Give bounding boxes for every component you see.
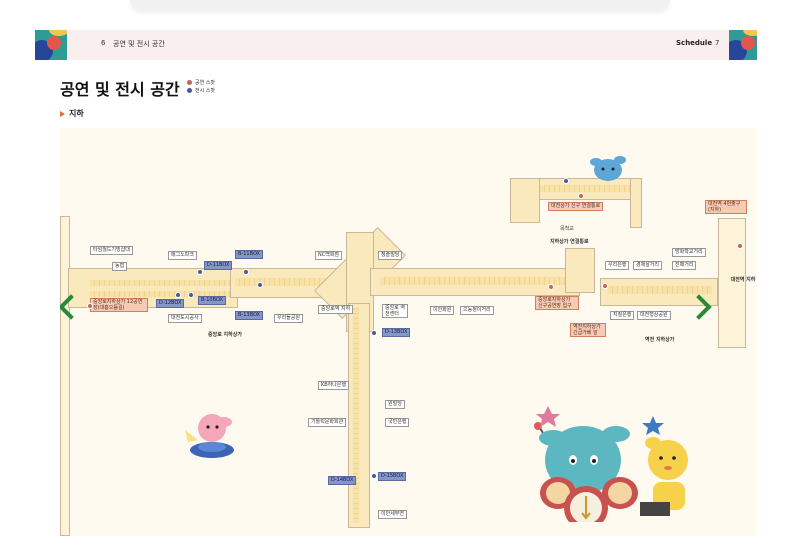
exhibition-pin[interactable] bbox=[371, 330, 377, 336]
map-label: 농협 bbox=[112, 262, 128, 271]
area-station-underground: 역전 지하상가 bbox=[645, 337, 675, 343]
exhibit-box-label: D-11BOX bbox=[204, 261, 233, 270]
connection-stub bbox=[565, 248, 595, 293]
exhibition-pin[interactable] bbox=[371, 473, 377, 479]
map-label: 국민은행 bbox=[385, 418, 410, 427]
map-label: 이안세무연 bbox=[378, 510, 408, 519]
map-label: 이안화원 bbox=[430, 306, 455, 315]
map-label: 기톨릭문화회관 bbox=[308, 418, 347, 427]
connection-east-leg bbox=[630, 178, 642, 228]
map-label: 매그노파크 bbox=[168, 251, 198, 260]
shop-row bbox=[380, 277, 570, 285]
area-connection-passage: 지하상가 연결통로 bbox=[550, 239, 589, 245]
map-label: 방화학교거리 bbox=[672, 248, 706, 257]
performance-dot-icon bbox=[187, 80, 192, 85]
left-corridor bbox=[60, 216, 70, 536]
map-legend: 공연 스팟 전시 스팟 bbox=[187, 79, 215, 95]
map-label: 타임월드기빙샵대 bbox=[90, 246, 133, 255]
drum-mascots-icon bbox=[528, 406, 698, 536]
exhibit-box-label: B-11BOX bbox=[235, 250, 263, 259]
exhibition-pin[interactable] bbox=[257, 282, 263, 288]
performance-pin[interactable] bbox=[737, 243, 743, 249]
performance-spot-label: 대전역 4번출구(지하) bbox=[705, 200, 747, 214]
map-label: 우리들공원 bbox=[274, 314, 304, 323]
exhibit-box-label: B-10BOX bbox=[198, 296, 226, 305]
south-corridor bbox=[348, 303, 370, 528]
exhibit-box-label: D-14BOX bbox=[328, 476, 357, 485]
exhibition-pin[interactable] bbox=[563, 178, 569, 184]
daejeon-station-block bbox=[718, 218, 746, 348]
map-label: 대전도시공사 bbox=[168, 314, 202, 323]
map-label: NC백화점 bbox=[315, 251, 343, 260]
blue-mascot-small-icon bbox=[590, 156, 626, 181]
legend-item-exhibition: 전시 스팟 bbox=[187, 87, 215, 95]
exhibit-box-label: D-15BOX bbox=[378, 472, 407, 481]
performance-pin[interactable] bbox=[602, 283, 608, 289]
page-title: 공연 및 전시 공간 bbox=[60, 80, 180, 99]
map-label: 대전형상공원 bbox=[637, 311, 671, 320]
performance-pin[interactable] bbox=[87, 303, 93, 309]
shop-column bbox=[353, 308, 359, 523]
floor-subtitle: 지하 bbox=[60, 108, 84, 119]
header-schedule-label: Schedule bbox=[676, 39, 713, 47]
exhibition-pin[interactable] bbox=[197, 269, 203, 275]
exhibit-box-label: D-12BOX bbox=[156, 299, 185, 308]
map-label: 원빌딩 bbox=[385, 400, 405, 409]
performance-spot-label: 중앙로지하상가 신구공연장 입구 bbox=[535, 296, 579, 310]
performance-pin[interactable] bbox=[578, 193, 584, 199]
shop-row bbox=[235, 278, 345, 286]
top-card-edge bbox=[130, 0, 670, 10]
pink-mascot-ufo-icon bbox=[185, 414, 234, 458]
legend-item-performance: 공연 스팟 bbox=[187, 79, 215, 87]
header-section-title: 공연 및 전시 공간 bbox=[113, 40, 165, 48]
exhibit-box-label: B-13BOX bbox=[235, 311, 263, 320]
map-label: KB하나은행 bbox=[318, 381, 350, 390]
exhibition-pin[interactable] bbox=[243, 269, 249, 275]
exhibit-box-label: D-13BOX bbox=[382, 328, 411, 337]
shop-row bbox=[90, 280, 230, 286]
shop-row bbox=[608, 286, 712, 294]
map-label: 청솔빌딩 bbox=[378, 251, 403, 260]
page-number-left: 6 bbox=[101, 39, 106, 47]
exhibition-dot-icon bbox=[187, 88, 192, 93]
triangle-marker-icon bbox=[60, 110, 65, 117]
page-header: 6 공연 및 전시 공간 Schedule 7 bbox=[35, 30, 757, 60]
exhibition-pin[interactable] bbox=[188, 292, 194, 298]
map-label: 지질은행 bbox=[610, 311, 635, 320]
performance-spot-label: 역전지하상가 긴급가베 앞 bbox=[570, 323, 606, 337]
area-central-underground: 중앙로 지하상가 bbox=[208, 332, 242, 338]
map-label: 중앙로역 지하 bbox=[318, 305, 354, 314]
map-label: 중앙로 역전센터 bbox=[382, 304, 408, 318]
map-label: 목척교 bbox=[560, 226, 574, 232]
performance-spot-label: 대전상가 신구 연결통로 bbox=[548, 202, 604, 211]
connection-west-leg bbox=[510, 178, 540, 223]
performance-pin[interactable] bbox=[548, 284, 554, 290]
map-label: 우리은행 bbox=[605, 261, 630, 270]
underground-map[interactable]: 중앙로 지하상가 지하상가 연결통로 역전 지하상가 대전역 지하 타임월드기빙… bbox=[60, 128, 757, 536]
shop-row bbox=[90, 291, 230, 297]
map-label: 진패거리 bbox=[672, 261, 697, 270]
map-label: 으능정이거리 bbox=[460, 306, 494, 315]
map-label: 경제살거리 bbox=[633, 261, 663, 270]
header-logo-right bbox=[729, 30, 757, 60]
header-logo-left bbox=[35, 30, 67, 60]
exhibition-pin[interactable] bbox=[175, 292, 181, 298]
page-number-right: 7 bbox=[715, 39, 720, 47]
area-daejeon-station: 대전역 지하 bbox=[730, 277, 756, 283]
performance-spot-label: 중앙로지하상가 12공연장(대흥으뜸길) bbox=[90, 298, 148, 312]
shop-row bbox=[530, 185, 630, 192]
